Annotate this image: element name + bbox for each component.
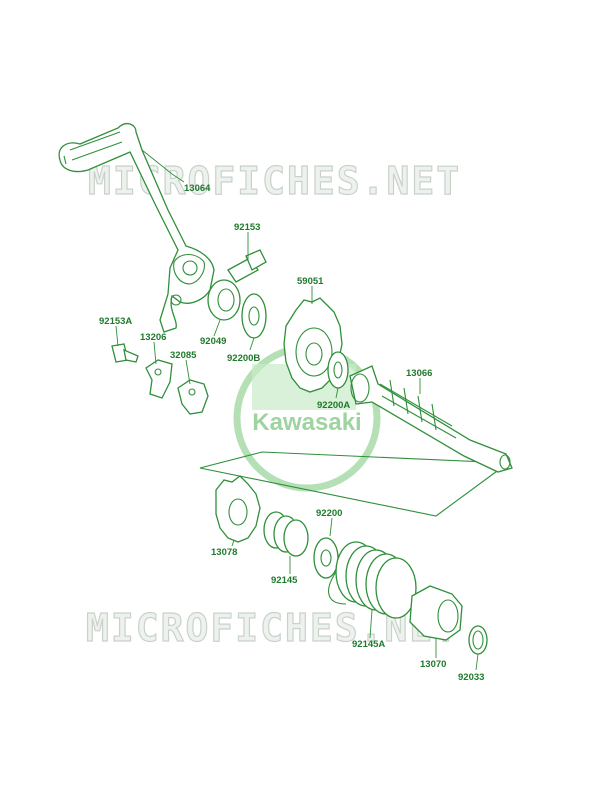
logo-text: Kawasaki (252, 409, 361, 436)
label-92153: 92153 (234, 222, 260, 233)
label-13066: 13066 (406, 368, 432, 379)
kick-lever (58, 122, 215, 333)
stopper-32085 (177, 379, 209, 415)
spring-92145a (328, 541, 417, 619)
label-13064: 13064 (184, 183, 211, 194)
label-13070: 13070 (420, 659, 446, 670)
leader-lines (115, 149, 479, 671)
bolt-92153a (111, 343, 139, 363)
label-92200a: 92200A (317, 400, 350, 411)
label-32085: 32085 (170, 350, 197, 361)
washer-92200b (241, 293, 267, 339)
label-92145: 92145 (271, 575, 298, 586)
label-13078: 13078 (211, 547, 237, 558)
circlip-92033 (468, 625, 488, 655)
bolt-92153 (227, 249, 267, 283)
label-92153a: 92153A (99, 316, 132, 327)
label-92049: 92049 (200, 336, 226, 347)
seal-92049 (207, 279, 241, 321)
label-59051: 59051 (297, 276, 324, 287)
label-92200b: 92200B (227, 353, 260, 364)
label-92033: 92033 (458, 672, 484, 683)
label-92200: 92200 (316, 508, 342, 519)
gear-13078 (215, 475, 261, 543)
label-13206: 13206 (140, 332, 166, 343)
shaft-13066 (349, 365, 513, 473)
washer-92200 (313, 537, 339, 579)
label-92145a: 92145A (352, 639, 385, 650)
guide-13070 (409, 585, 463, 641)
spring-92145 (263, 511, 309, 557)
plate-13206 (145, 359, 173, 399)
washer-92200a (327, 351, 349, 389)
